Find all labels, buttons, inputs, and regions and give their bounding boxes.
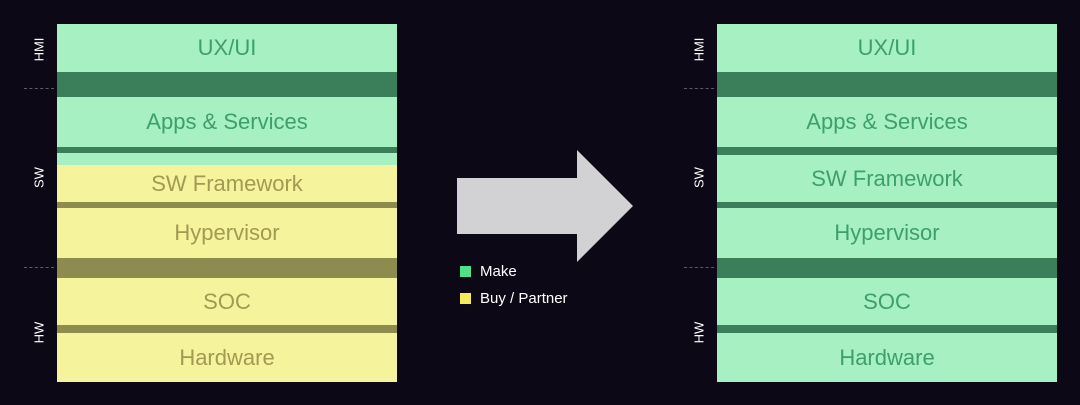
block-divider [57,325,397,333]
target-stack: UX/UI Apps & Services SW Framework Hyper… [717,24,1057,382]
legend-buy: Buy / Partner [460,290,568,307]
block-ux-ui: UX/UI [717,24,1057,72]
layer-divider [684,88,714,89]
layer-label-sw: SW [691,167,707,188]
block-hardware: Hardware [57,333,397,382]
block-hypervisor: Hypervisor [717,208,1057,258]
layer-divider [24,88,54,89]
block-apps-services-tail [57,153,397,165]
legend-label-buy: Buy / Partner [480,290,568,307]
block-sw-framework: SW Framework [717,155,1057,202]
block-apps-services: Apps & Services [717,97,1057,147]
block-hypervisor: Hypervisor [57,208,397,258]
layer-divider [684,267,714,268]
block-ux-ui: UX/UI [57,24,397,72]
current-stack: UX/UI Apps & Services SW Framework Hyper… [57,24,397,382]
layer-label-hw: HW [691,321,707,344]
legend-label-make: Make [480,263,517,280]
layer-divider [24,267,54,268]
block-divider [717,202,1057,208]
block-apps-services: Apps & Services [57,97,397,147]
block-soc: SOC [57,278,397,325]
layer-label-hmi: HMI [31,37,47,62]
legend-make: Make [460,263,517,280]
block-divider [57,147,397,153]
block-divider [717,72,1057,97]
block-divider [717,258,1057,278]
block-divider [57,202,397,208]
layer-label-hw: HW [31,321,47,344]
block-divider [57,258,397,278]
block-divider [57,72,397,97]
block-sw-framework: SW Framework [57,165,397,202]
legend-swatch-buy [460,293,471,304]
layer-label-hmi: HMI [691,37,707,62]
layer-label-sw: SW [31,167,47,188]
block-divider [717,147,1057,155]
block-divider [717,325,1057,333]
block-soc: SOC [717,278,1057,325]
block-hardware: Hardware [717,333,1057,382]
transition-arrow-icon [457,150,633,262]
legend-swatch-make [460,266,471,277]
